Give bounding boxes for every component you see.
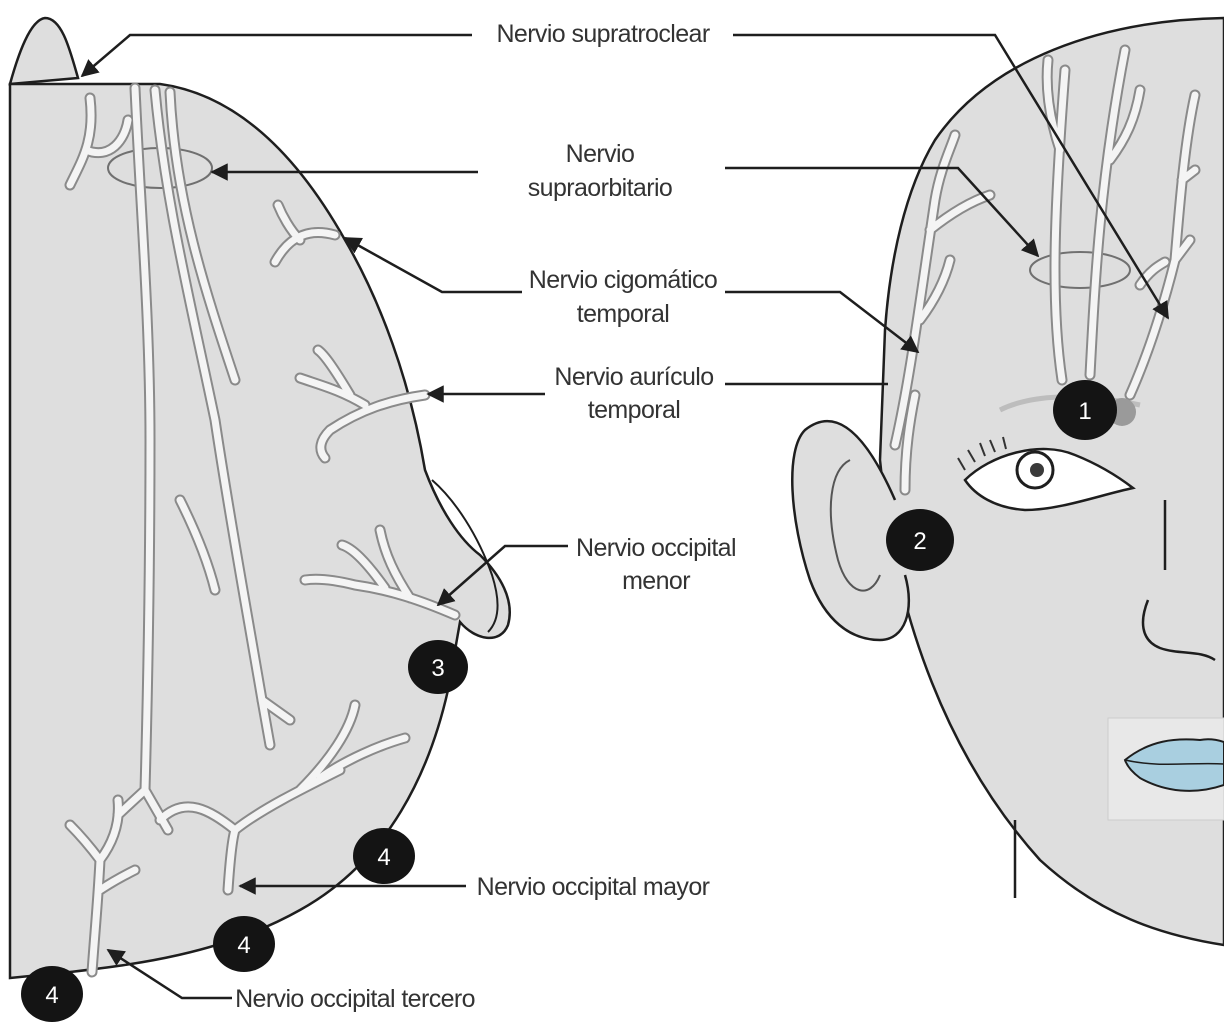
- leader-occipital-tercero: [106, 948, 232, 1000]
- label-occipital-menor-2: menor: [622, 567, 690, 595]
- marker-4c-number: 4: [45, 982, 58, 1009]
- marker-4a: 4: [353, 828, 415, 884]
- lips: [1123, 738, 1224, 792]
- eyelashes: [957, 436, 1007, 471]
- marker-4c: 4: [21, 966, 83, 1022]
- nose: [1141, 599, 1216, 662]
- label-cigomatico-1: Nervio cigomático: [529, 266, 717, 294]
- marker-2-number: 2: [913, 528, 926, 555]
- leader-supratroclear-right: [733, 33, 1170, 320]
- marker-1-number: 1: [1078, 398, 1091, 425]
- ear: [791, 419, 910, 642]
- lateral-nerves: [889, 44, 1201, 496]
- label-supraorbitario-2: supraorbitario: [528, 174, 672, 202]
- leader-supratroclear-left: [80, 33, 472, 78]
- label-cigomatico-2: temporal: [577, 300, 669, 328]
- label-auriculo-2: temporal: [588, 396, 680, 424]
- markers: 1 2 3 4 4 4: [21, 380, 1136, 1022]
- leader-occipital-menor: [436, 544, 568, 607]
- ear-outline: [431, 479, 499, 633]
- marker-4b: 4: [213, 916, 275, 972]
- marker-3: 3: [408, 640, 468, 694]
- label-occipital-tercero: Nervio occipital tercero: [235, 985, 475, 1013]
- head-tab: [8, 16, 80, 86]
- marker-4b-number: 4: [237, 932, 250, 959]
- lip-line: [1124, 759, 1224, 766]
- label-supraorbitario-1: Nervio: [566, 140, 635, 168]
- marker-3-number: 3: [431, 655, 444, 682]
- label-occipital-mayor: Nervio occipital mayor: [477, 873, 710, 901]
- labels: Nervio supratroclear Nervio supraorbitar…: [235, 20, 736, 1013]
- supraorbital-ellipse-right: [1029, 251, 1131, 289]
- label-auriculo-1: Nervio aurículo: [554, 363, 713, 391]
- posterior-head: [8, 16, 511, 980]
- marker-4a-number: 4: [377, 844, 390, 871]
- lateral-head: [791, 16, 1224, 947]
- pupil: [1030, 463, 1044, 477]
- leader-cigomatico-right: [725, 290, 920, 354]
- label-supratroclear: Nervio supratroclear: [496, 20, 709, 48]
- label-occipital-menor-1: Nervio occipital: [576, 534, 736, 562]
- posterior-nerves: [64, 82, 461, 978]
- marker-1: 1: [1053, 380, 1136, 440]
- leader-supraorbitario-right: [725, 166, 1040, 258]
- leader-lines: [80, 33, 1170, 1000]
- ear-inner: [829, 459, 881, 592]
- leader-cigomatico-left: [343, 236, 522, 294]
- marker-2: 2: [886, 509, 954, 571]
